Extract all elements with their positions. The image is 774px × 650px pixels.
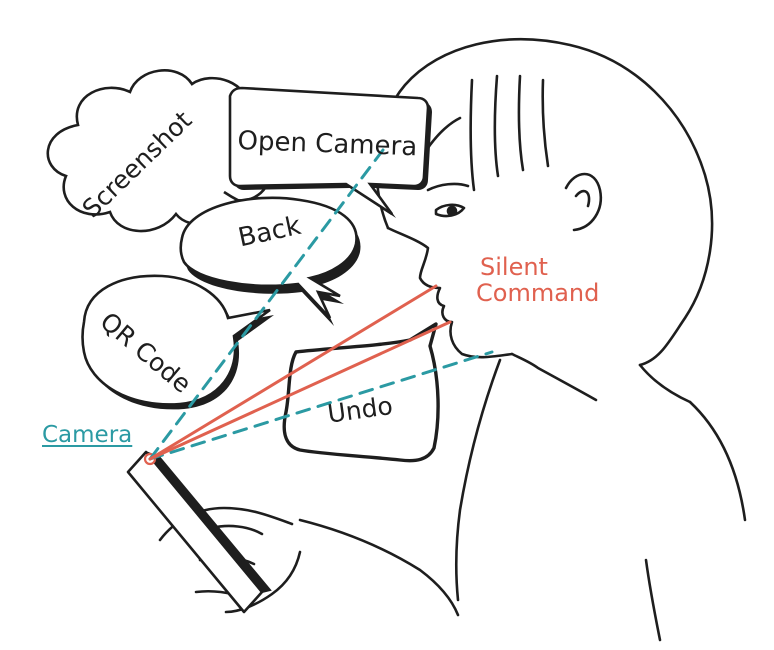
arm: [298, 518, 460, 617]
back-bubble-shape: [179, 196, 358, 319]
teal-ray-upper: [148, 144, 388, 461]
eye-pupil: [446, 205, 458, 217]
smartphone: [126, 450, 272, 614]
silent-command-line2: Command: [476, 279, 600, 308]
teal-ray-lower: [148, 350, 494, 461]
screenshot-cloud-shape: [46, 69, 274, 233]
open-camera-bubble-shape: [228, 86, 430, 216]
back-bubble: [179, 196, 361, 326]
silent-command-line1: Silent: [480, 253, 548, 281]
qr-code-bubble: [81, 274, 274, 410]
silent-command-label: Silent Command: [476, 254, 599, 307]
open-camera-bubble: [228, 86, 432, 218]
eye: [434, 203, 466, 218]
hair-strands: [418, 74, 550, 192]
coral-ray-upper: [148, 284, 438, 461]
qr-code-bubble-shape: [81, 274, 271, 406]
camera-view-rays: [148, 144, 494, 461]
ear-inner: [574, 189, 591, 208]
ear: [564, 172, 603, 232]
eyebrow: [426, 182, 470, 192]
person-figure: [158, 38, 747, 642]
phone-side: [126, 450, 264, 614]
neck-back: [638, 363, 692, 404]
open-camera-label: Open Camera: [237, 126, 418, 163]
back-line: [644, 558, 662, 642]
coral-ray-lower: [148, 320, 452, 461]
face-profile: [386, 226, 514, 359]
camera-label: Camera: [42, 422, 133, 448]
phone-screen: [145, 451, 272, 594]
silent-command-rays: [148, 284, 452, 461]
head-outline: [375, 38, 714, 367]
chest: [454, 358, 502, 602]
shoulder: [688, 400, 747, 522]
jaw-neck: [510, 352, 598, 402]
